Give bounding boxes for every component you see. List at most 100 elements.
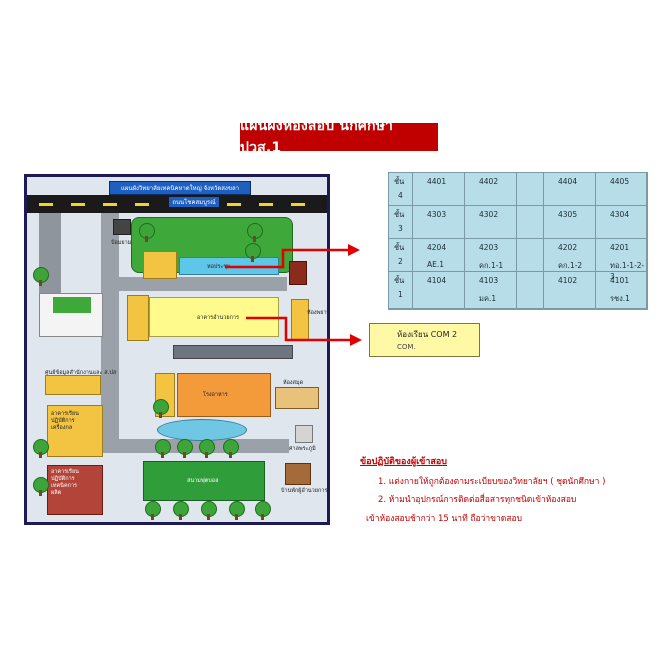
room-class: คก.1-2 [558,261,583,270]
room-cell: 4203 คก.1-1 [465,239,517,272]
room-cell: 4201 ทอ.1-1-2-3 [596,239,647,281]
room-class: รชง.1 [610,294,630,303]
room-cell: 4104 [413,272,465,309]
shrine [295,425,313,443]
room-number: 4103 [479,276,499,285]
room-number: 4102 [558,276,578,285]
room-number: 4203 [479,243,499,252]
room-cell: 4402 [465,173,517,206]
parking [173,345,293,359]
floor-word: ชั้น [394,177,405,186]
room-number: 4405 [610,177,630,186]
arrow-to-grid [225,248,350,269]
tree-icon [33,439,49,458]
tree-icon [177,439,193,458]
floor-number: 3 [398,224,403,233]
floor-word: ชั้น [394,276,405,285]
campus-map: แผนผังวิทยาลัยเทคนิคหาดใหญ่ จังหวัดสงขลา… [24,174,330,525]
workshop-a [47,405,103,457]
floor-number: 2 [398,257,403,266]
road-center [101,213,119,453]
guard-label: ป้อมยาม [111,240,132,246]
room-number: 4401 [427,177,447,186]
arrow-head-com [350,334,362,346]
dorm-label: บ้านพักผู้อำนวยการ [281,488,328,494]
room-class: ทอ.1-1-2-3 [610,261,645,281]
rule-item: 2. ห้ามนำอุปกรณ์การติดต่อสื่อสารทุกชนิดเ… [378,495,577,505]
room-number: 4201 [610,243,630,252]
tree-icon [199,439,215,458]
room-number: 4305 [558,210,578,219]
room-number: 4204 [427,243,447,252]
center-label: ศูนย์ข้อมูลสำนักงานและ ส.ปส [45,370,117,376]
rules-title: ข้อปฏิบัติของผู้เข้าสอบ [360,457,447,467]
admin-label: อาคารอำนวยการ [197,315,239,321]
right-label: ห้องพยาบาล [307,310,330,316]
room-number: 4303 [427,210,447,219]
floor-label: ชั้น 2 [389,239,413,272]
room-cell: 4202 คก.1-2 [544,239,596,272]
room-cell: 4401 [413,173,465,206]
floor-label: ชั้น 1 [389,272,413,309]
library-label: ห้องสมุด [283,380,304,386]
room-cell: 4303 [413,206,465,239]
tree-icon [201,501,217,520]
room-cell: 4405 [596,173,647,206]
workshop-b [47,465,103,515]
floor-number: 1 [398,290,403,299]
school-sign: แผนผังวิทยาลัยเทคนิคหาดใหญ่ จังหวัดสงขลา [109,181,251,195]
room-cell [517,239,544,272]
rule-item: 1. แต่งกายให้ถูกต้องตามระเบียบของวิทยาลั… [378,477,606,487]
tree-icon [229,501,245,520]
room-cell: 4404 [544,173,596,206]
room-number: 4202 [558,243,578,252]
room-class: AE.1 [427,260,445,269]
com2-box: ห้องเรียน COM 2 COM. [369,323,480,357]
tree-icon [145,501,161,520]
tree-icon [33,477,49,496]
room-number: 4304 [610,210,630,219]
arrow-head-grid [348,244,360,256]
room-cell [517,206,544,239]
room-class: มค.1 [479,294,497,303]
guard-house [113,219,131,235]
room-cell: 4304 [596,206,647,239]
bldg-b-label: อาคารเรียน ปฏิบัติการ เทคนิคการ ผลิต [51,469,79,496]
tree-icon [155,439,171,458]
room-class: คก.1-1 [479,261,504,270]
floor-word: ชั้น [394,243,405,252]
room-cell [517,173,544,206]
room-number: 4104 [427,276,447,285]
arrow-to-com [246,316,352,342]
page-title: แผนผังห้องสอบ นักศึกษา ปวส.1 [240,118,438,156]
bldg-a-label: อาคารเรียน ปฏิบัติการ เครื่องกล [51,411,79,431]
canteen-label: โรงอาหาร [203,392,228,398]
room-cell: 4103 มค.1 [465,272,517,309]
tree-icon [153,399,169,418]
tree-icon [173,501,189,520]
tree-icon [139,223,155,242]
field-label: สนามฟุตบอล [187,478,219,484]
rules-note: เข้าห้องสอบช้ากว่า 15 นาที ถือว่าขาดสอบ [366,514,522,524]
tree-icon [255,501,271,520]
tree-icon [245,243,261,262]
tree-icon [33,267,49,286]
room-number: 4402 [479,177,499,186]
com2-sub: COM. [397,343,416,351]
hall-label: หอประชุม [207,264,231,270]
com2-heading: ห้องเรียน COM 2 [397,330,458,339]
house-yellow [143,251,177,279]
room-number: 4404 [558,177,578,186]
shrine-label: ศาลพระภูมิ [289,446,316,452]
room-number: 4302 [479,210,499,219]
library-building [275,387,319,409]
football-field [143,461,265,501]
canteen-building [177,373,271,417]
center-building [45,375,101,395]
